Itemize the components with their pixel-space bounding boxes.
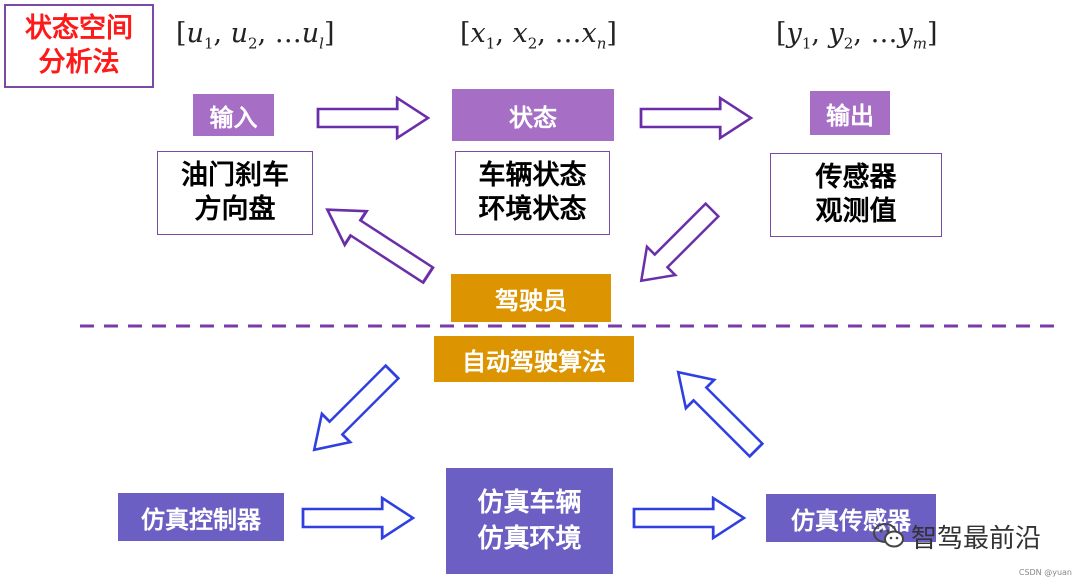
var: u [301,18,320,49]
var: x [581,18,597,49]
arrow-driver-to-input [315,191,441,294]
var: y [897,18,913,49]
state-label: 状态 [452,89,614,141]
sim-controller-label: 仿真控制器 [118,493,284,541]
input-desc-line2: 方向盘 [194,194,276,225]
subscript: l [319,34,324,53]
output-vector: [y1, y2, …ym] [776,18,938,53]
method-title-line2: 分析法 [38,47,120,78]
bracket-close: ] [927,18,938,49]
subscript: 1 [801,34,812,53]
bracket-close: ] [606,18,617,49]
csdn-credit: CSDN @yuan [1018,568,1072,577]
input-desc-line1: 油门刹车 [181,160,289,191]
algorithm-label: 自动驾驶算法 [434,336,634,382]
output-desc-line2: 观测值 [815,196,897,227]
watermark: 智驾最前沿 [873,516,1041,556]
sim-sensor-label: 仿真传感器 [766,494,936,542]
var: x [470,18,486,49]
ellipsis: … [554,18,582,49]
bracket-open: [ [460,18,471,49]
watermark-text: 智驾最前沿 [911,523,1042,554]
ellipsis: … [274,18,302,49]
subscript: 2 [248,34,258,53]
wechat-icon [873,523,904,548]
ellipsis: … [870,18,898,49]
sim-vehicle-line: 仿真车辆 [477,488,582,518]
var: u [186,18,204,49]
state-vector: [x1, x2, …xn] [460,18,617,53]
var: u [230,18,249,49]
method-title-line1: 状态空间 [25,13,133,44]
arrow-vehicle-to-sensor [632,496,746,540]
var: x [512,18,528,49]
bracket-close: ] [323,18,335,49]
subscript: 1 [203,34,214,53]
var: y [786,18,802,49]
output-desc-line1: 传感器 [815,162,897,193]
subscript: m [912,34,928,53]
input-vector: [u1, u2, …ul] [176,18,335,53]
state-desc-line1: 车辆状态 [478,160,587,191]
sim-env-line: 仿真环境 [477,524,582,554]
arrow-algorithm-to-controller [298,356,408,466]
output-desc-box: 传感器 观测值 [770,153,942,237]
bracket-open: [ [776,18,787,49]
subscript: 2 [527,34,538,53]
arrow-state-to-output [639,96,753,140]
arrow-sensor-to-algorithm [662,356,772,466]
state-desc-box: 车辆状态 环境状态 [455,151,610,235]
driver-label: 驾驶员 [451,274,611,322]
arrow-controller-to-vehicle [301,496,415,540]
method-title-box: 状态空间 分析法 [4,4,154,88]
input-label: 输入 [193,94,274,136]
state-desc-line2: 环境状态 [478,194,587,225]
subscript: n [596,34,607,53]
sim-vehicle-env-box: 仿真车辆 仿真环境 [446,468,613,574]
bracket-open: [ [176,18,187,49]
input-desc-box: 油门刹车 方向盘 [157,151,313,235]
subscript: 2 [843,34,854,53]
output-label: 输出 [810,91,890,135]
var: y [828,18,844,49]
arrow-output-to-driver [625,194,728,297]
arrow-input-to-state [316,96,430,140]
subscript: 1 [485,34,496,53]
